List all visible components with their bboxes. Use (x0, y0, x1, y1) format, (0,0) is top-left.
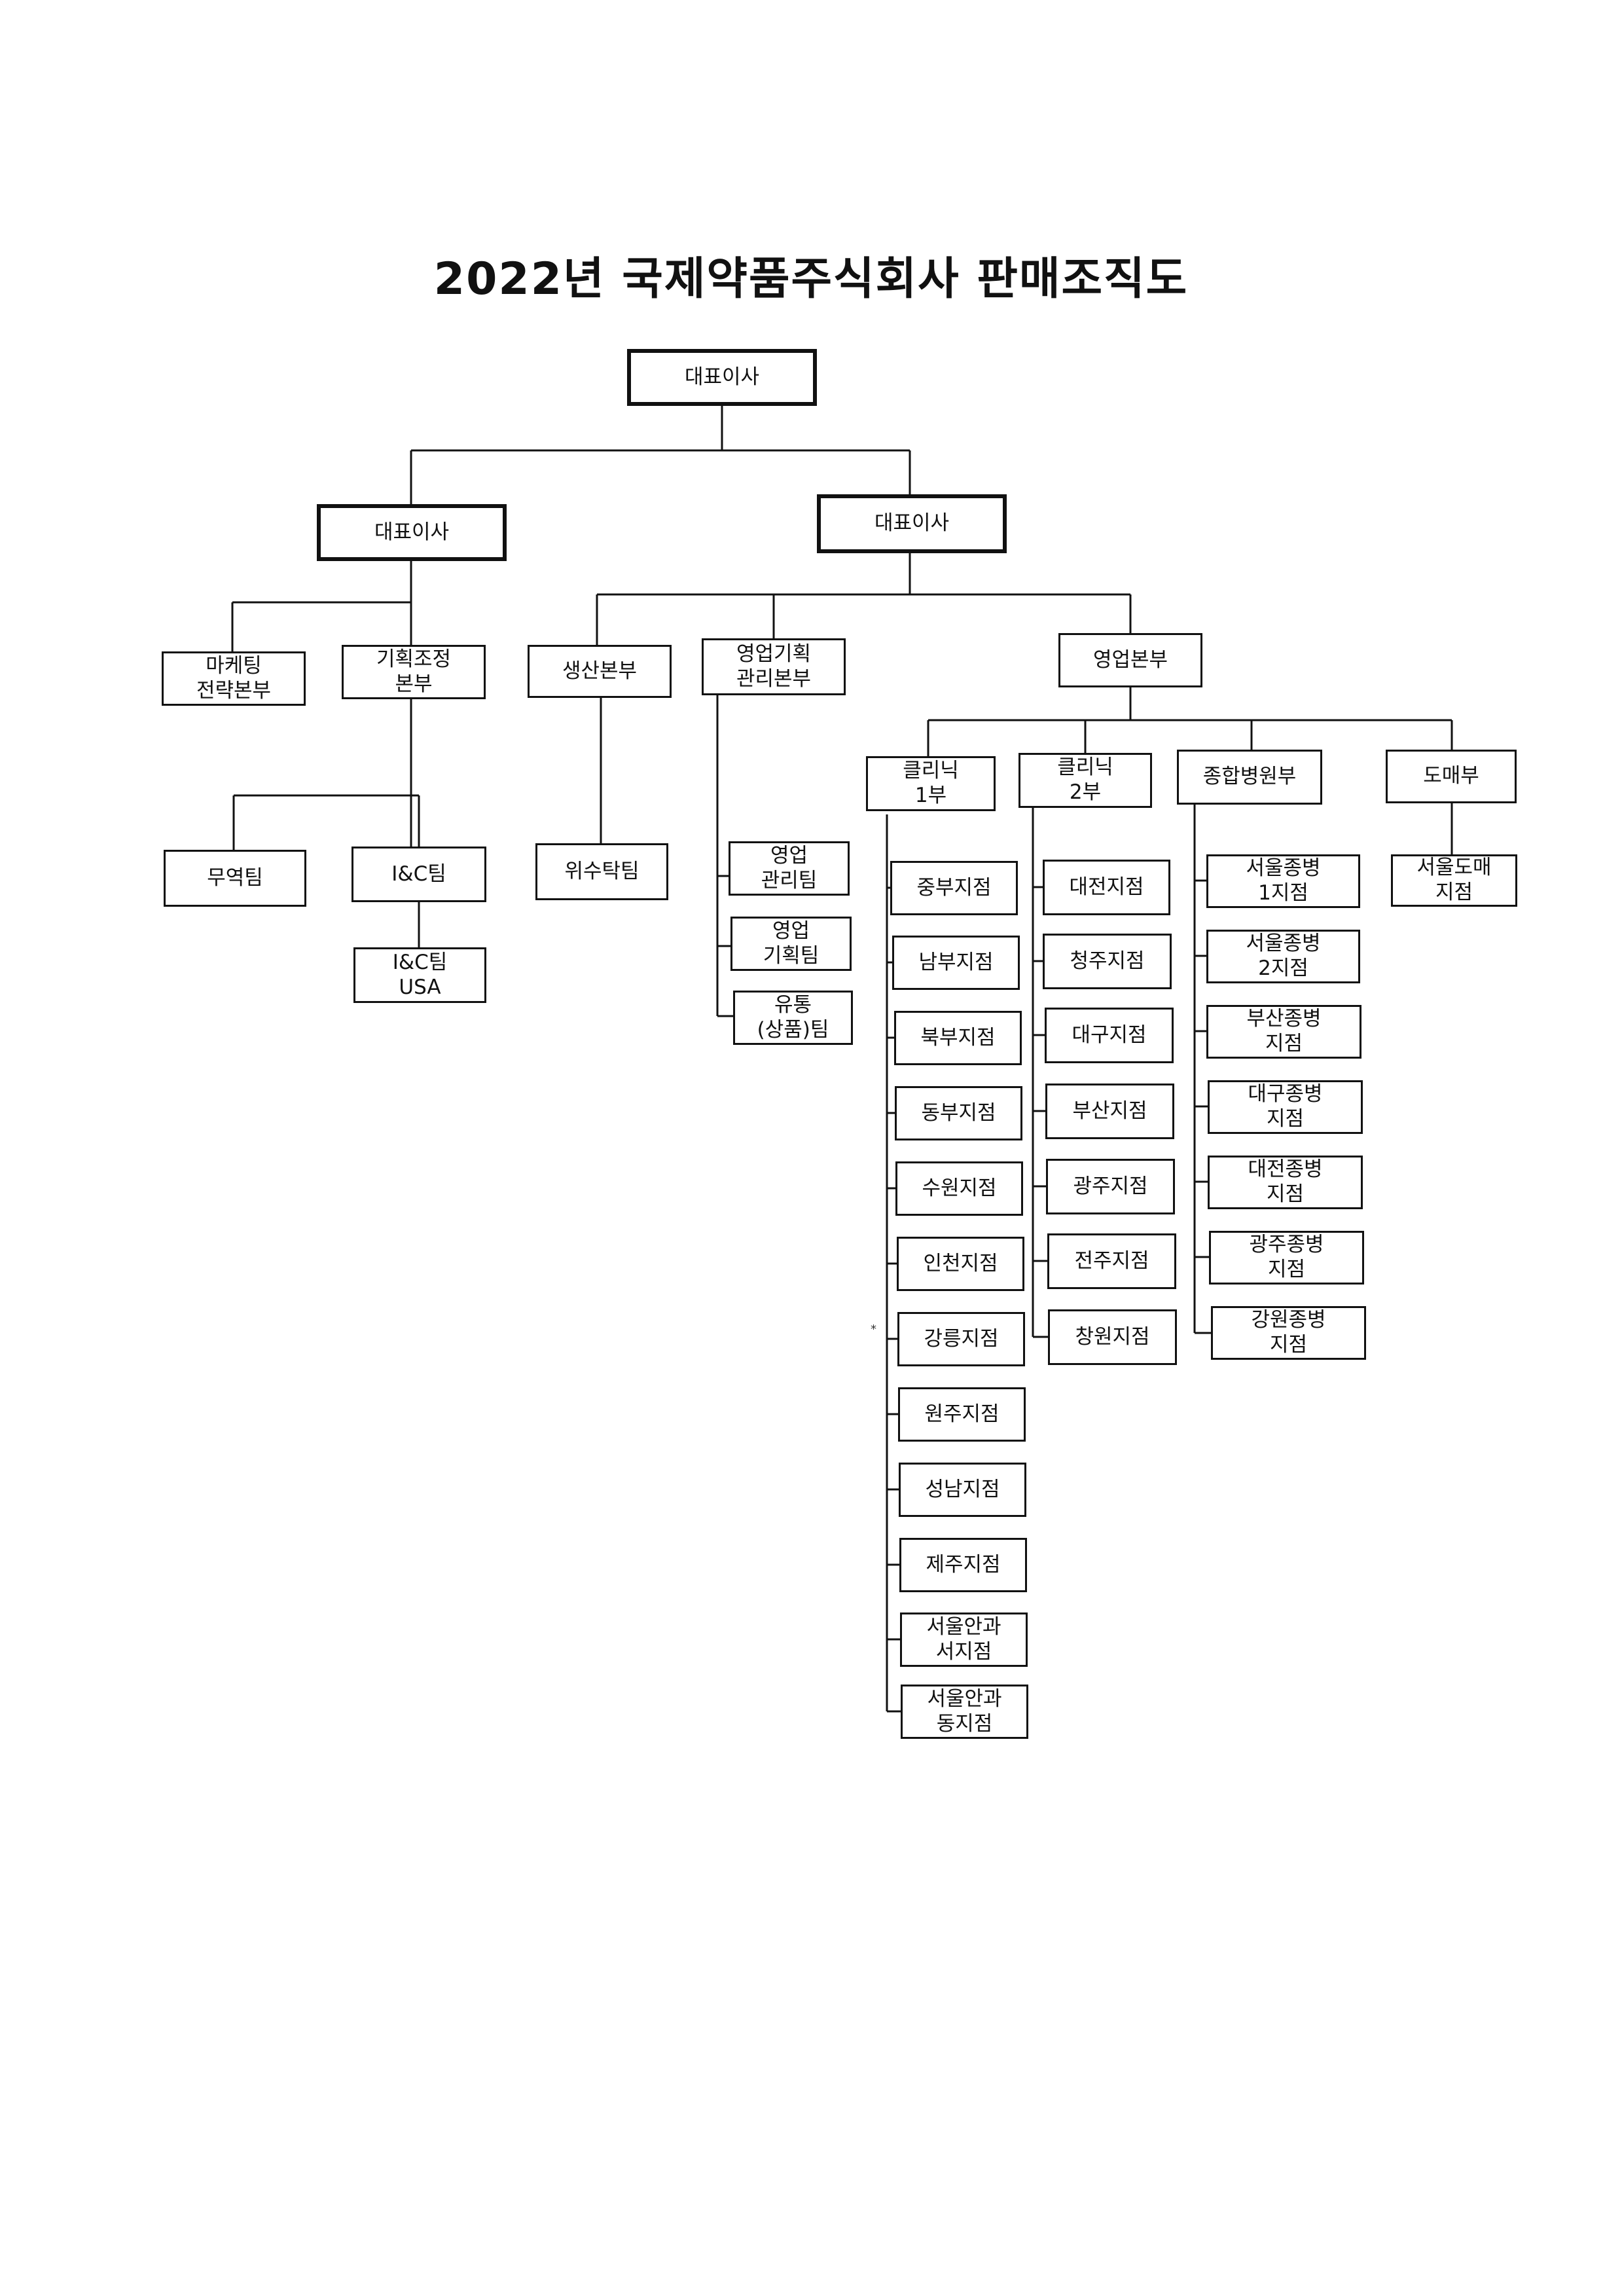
asterisk-mark: * (871, 1322, 876, 1336)
ceo-top-box: 대표이사 (627, 349, 817, 406)
clinic1-branch-box: 서울안과 동지점 (901, 1685, 1028, 1739)
clinic1-box: 클리닉 1부 (866, 756, 996, 811)
clinic2-branch-box: 대전지점 (1043, 860, 1170, 915)
clinic2-branch-box: 대구지점 (1045, 1008, 1174, 1063)
trade-team-box: 무역팀 (164, 850, 306, 907)
hospital-branch-box: 대전종병 지점 (1208, 1156, 1363, 1209)
clinic1-branch-box: 서울안과 서지점 (900, 1613, 1028, 1667)
general-hospital-box: 종합병원부 (1177, 750, 1322, 805)
clinic2-branch-box: 청주지점 (1043, 934, 1172, 989)
clinic1-branch-box: 북부지점 (894, 1011, 1022, 1065)
clinic1-branch-box: 성남지점 (899, 1463, 1026, 1517)
seoul-wholesale-branch-box: 서울도매 지점 (1391, 854, 1517, 907)
wholesale-box: 도매부 (1386, 750, 1517, 803)
ic-team-usa-box: I&C팀 USA (353, 947, 486, 1003)
consignment-team-box: 위수탁팀 (535, 843, 668, 900)
clinic2-branch-box: 광주지점 (1046, 1159, 1175, 1214)
clinic1-branch-box: 인천지점 (897, 1237, 1024, 1291)
sales-planning-team-box: 영업 기획팀 (730, 917, 852, 971)
hospital-branch-box: 서울종병 2지점 (1206, 930, 1360, 983)
clinic2-branch-box: 창원지점 (1048, 1309, 1177, 1365)
hospital-branch-box: 광주종병 지점 (1209, 1231, 1364, 1285)
sales-hq-box: 영업본부 (1058, 633, 1202, 687)
sales-planning-box: 영업기획 관리본부 (702, 638, 846, 695)
clinic2-branch-box: 전주지점 (1047, 1233, 1176, 1289)
clinic1-branch-box: 남부지점 (892, 936, 1020, 990)
marketing-strategy-box: 마케팅 전략본부 (162, 651, 306, 706)
hospital-branch-box: 부산종병 지점 (1206, 1005, 1361, 1059)
ceo-left-box: 대표이사 (317, 504, 507, 561)
hospital-branch-box: 대구종병 지점 (1208, 1080, 1363, 1134)
sales-management-team-box: 영업 관리팀 (729, 841, 850, 896)
distribution-team-box: 유통 (상품)팀 (733, 991, 853, 1045)
production-box: 생산본부 (528, 645, 672, 698)
clinic2-box: 클리닉 2부 (1018, 753, 1152, 808)
hospital-branch-box: 서울종병 1지점 (1206, 854, 1360, 908)
ic-team-box: I&C팀 (351, 847, 486, 902)
clinic1-branch-box: 강릉지점 (897, 1312, 1025, 1366)
clinic2-branch-box: 부산지점 (1045, 1084, 1174, 1139)
hospital-branch-box: 강원종병 지점 (1211, 1306, 1366, 1360)
ceo-right-box: 대표이사 (817, 494, 1007, 553)
planning-coordination-box: 기획조정 본부 (342, 645, 486, 699)
clinic1-branch-box: 동부지점 (895, 1086, 1022, 1140)
clinic1-branch-box: 수원지점 (895, 1161, 1023, 1216)
chart-title: 2022년 국제약품주식회사 판매조직도 (433, 253, 1189, 305)
clinic1-branch-box: 원주지점 (898, 1387, 1026, 1442)
clinic1-branch-box: 제주지점 (899, 1538, 1027, 1592)
clinic1-branch-box: 중부지점 (890, 861, 1018, 915)
